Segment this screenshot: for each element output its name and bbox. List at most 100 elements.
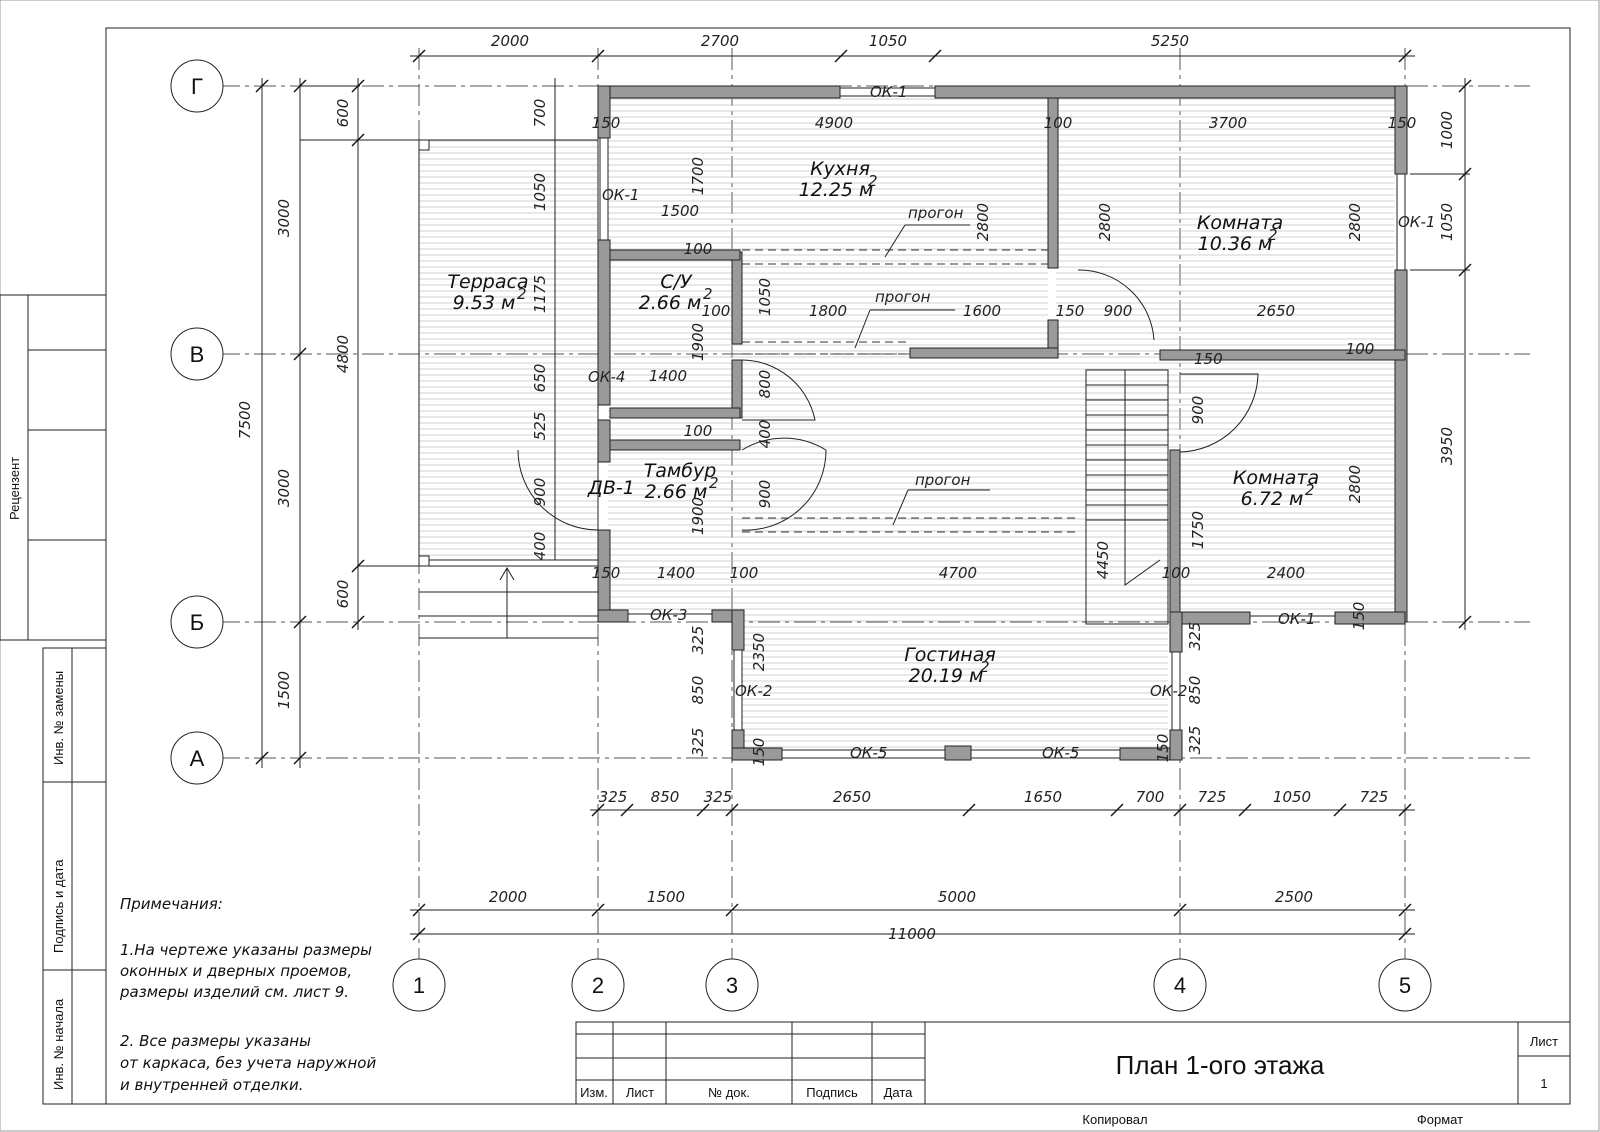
axis-a-label: А bbox=[190, 746, 205, 771]
ok4-label: ОК-4 bbox=[588, 368, 625, 386]
axis-b-label: Б bbox=[190, 610, 204, 635]
dim-mid-1900a: 1900 bbox=[689, 323, 707, 361]
vestibule-name: Тамбур bbox=[644, 460, 717, 482]
axis-g-label: Г bbox=[191, 74, 203, 99]
kitchen-area: 12.25 м bbox=[799, 179, 874, 201]
dim-int-1: 150 bbox=[592, 114, 621, 132]
axis-bubble-g bbox=[170, 59, 224, 113]
dim-mid-2350: 2350 bbox=[750, 633, 768, 671]
kitchen-name: Кухня bbox=[810, 158, 870, 180]
dim-mid-2800a: 2800 bbox=[974, 203, 992, 241]
notes-block: Примечания: 1.На чертеже указаны размеры… bbox=[119, 895, 376, 1094]
terrace-area: 9.53 м bbox=[453, 292, 516, 314]
beam-label-1: прогон bbox=[908, 204, 964, 222]
dim-left-2: 4800 bbox=[334, 335, 352, 373]
left-dimensions: 7500 3000 4800 3000 1500 600 600 700 105… bbox=[236, 99, 549, 709]
dim-open-3: 1175 bbox=[531, 275, 549, 313]
dim-bot-1: 325 bbox=[599, 788, 628, 806]
dim-mid-4450: 4450 bbox=[1094, 541, 1112, 579]
dim-mid-2800b: 2800 bbox=[1096, 203, 1114, 241]
dim-bot-3: 325 bbox=[704, 788, 733, 806]
dim-mid-325b: 325 bbox=[689, 728, 707, 757]
ok3-label: ОК-3 bbox=[650, 606, 687, 624]
ok1-left-label: ОК-1 bbox=[602, 186, 639, 204]
axis-bubble-a bbox=[170, 731, 224, 785]
door-dv1-label: ДВ-1 bbox=[587, 477, 635, 499]
dim-mid-1800: 1800 bbox=[809, 302, 847, 320]
dim-bot2-3: 5000 bbox=[938, 888, 976, 906]
dim-mid-900b: 900 bbox=[756, 480, 774, 509]
dim-mid-150b: 150 bbox=[1194, 350, 1223, 368]
dim-left-total: 7500 bbox=[236, 401, 254, 439]
dim-mid-1600: 1600 bbox=[963, 302, 1001, 320]
col-date: Дата bbox=[884, 1085, 914, 1100]
dim-mid-150c: 150 bbox=[592, 564, 621, 582]
dim-mid-100b: 100 bbox=[702, 302, 731, 320]
dim-mid-850a: 850 bbox=[689, 676, 707, 705]
beam-label-3: прогон bbox=[915, 471, 971, 489]
dim-bot2-2: 1500 bbox=[647, 888, 685, 906]
bath-area: 2.66 м bbox=[639, 292, 702, 314]
living-area: 20.19 м bbox=[909, 665, 984, 687]
terrace-sq: 2 bbox=[517, 285, 527, 303]
room1-sq: 2 bbox=[1268, 226, 1278, 244]
dim-int-3: 100 bbox=[1044, 114, 1073, 132]
ok1-bottom-label: ОК-1 bbox=[1278, 610, 1315, 628]
dim-top-1: 2000 bbox=[491, 32, 529, 50]
dim-bot2-1: 2000 bbox=[489, 888, 527, 906]
dim-bot-2: 850 bbox=[651, 788, 680, 806]
note-2b: от каркаса, без учета наружной bbox=[120, 1054, 376, 1072]
dim-bot-9: 725 bbox=[1360, 788, 1389, 806]
sheet-title: План 1-ого этажа bbox=[1116, 1050, 1325, 1080]
dim-mid-1500: 1500 bbox=[661, 202, 699, 220]
note-2c: и внутренней отделки. bbox=[120, 1076, 304, 1094]
inv-replace-label: Инв. № замены bbox=[51, 671, 66, 765]
beam-label-2: прогон bbox=[875, 288, 931, 306]
dim-right-1: 1000 bbox=[1438, 111, 1456, 149]
dim-mid-1750: 1750 bbox=[1189, 511, 1207, 549]
axis-v-label: В bbox=[190, 342, 205, 367]
dim-total: 11000 bbox=[888, 925, 936, 943]
dim-mid-800: 800 bbox=[756, 370, 774, 399]
dim-mid-900a: 900 bbox=[1104, 302, 1133, 320]
room2-name: Комната bbox=[1233, 467, 1319, 489]
dim-mid-2400: 2400 bbox=[1267, 564, 1305, 582]
dim-mid-100c: 100 bbox=[1346, 340, 1375, 358]
bottom-dimensions: 325 850 325 2650 1650 700 725 1050 725 2… bbox=[489, 788, 1388, 943]
dim-mid-325d: 325 bbox=[1186, 726, 1204, 755]
living-sq: 2 bbox=[980, 658, 990, 676]
dim-mid-1900b: 1900 bbox=[689, 497, 707, 535]
dim-int-4: 3700 bbox=[1209, 114, 1247, 132]
axis-bubble-v bbox=[170, 327, 224, 381]
vestibule-area: 2.66 м bbox=[645, 481, 708, 503]
axis-2-label: 2 bbox=[592, 973, 604, 998]
dim-mid-100e: 100 bbox=[1162, 564, 1191, 582]
room1-name: Комната bbox=[1197, 212, 1283, 234]
dim-bot-8: 1050 bbox=[1273, 788, 1311, 806]
right-dimensions: 1000 1050 3950 bbox=[1438, 111, 1456, 465]
dim-mid-2800c: 2800 bbox=[1346, 203, 1364, 241]
ok5-left-label: ОК-5 bbox=[850, 744, 887, 762]
dim-left-1: 3000 bbox=[275, 199, 293, 237]
column-axis-markers: 1 2 3 4 5 bbox=[392, 958, 1432, 1012]
dimension-ticks bbox=[255, 49, 1472, 941]
dim-open-1: 700 bbox=[531, 99, 549, 128]
dim-mid-150d: 150 bbox=[1350, 602, 1368, 631]
col-doc: № док. bbox=[708, 1085, 750, 1100]
dim-mid-4700: 4700 bbox=[939, 564, 977, 582]
dim-mid-1700: 1700 bbox=[689, 157, 707, 195]
dim-mid-400: 400 bbox=[756, 420, 774, 449]
floor-hatch bbox=[419, 96, 1395, 750]
dim-mid-850b: 850 bbox=[1186, 676, 1204, 705]
note-2a: 2. Все размеры указаны bbox=[120, 1032, 311, 1050]
dim-mid-150e: 150 bbox=[750, 738, 768, 767]
ok1-right-label: ОК-1 bbox=[1398, 213, 1435, 231]
col-signature: Подпись bbox=[806, 1085, 858, 1100]
ok5-right-label: ОК-5 bbox=[1042, 744, 1079, 762]
col-list: Лист bbox=[626, 1085, 654, 1100]
footer-copied: Копировал bbox=[1082, 1112, 1147, 1127]
dim-open-5: 525 bbox=[531, 412, 549, 441]
